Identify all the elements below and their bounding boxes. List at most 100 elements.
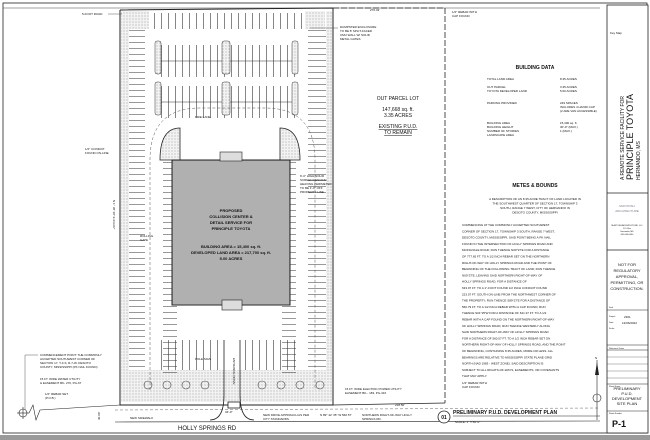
callout-new-sidewalk: NEW SIDEWALK (130, 416, 153, 420)
seal-label: Seal (609, 307, 614, 309)
disclaimer-3: APPROVAL, (616, 274, 638, 279)
revisions-label: Reference Dates (609, 347, 624, 350)
property-boundary (114, 7, 601, 411)
metes-bounds-intro: DESOTO COUNTY, MISSISSIPPI (512, 211, 557, 215)
metes-bounds-line: OF BEGINNING, CONTAINING 8.35 ACRES, MOR… (462, 349, 553, 353)
dim-left: N 1° 38' 30" E 633.07' (112, 200, 116, 230)
callout-fence-3: HEAVING PERIMETER (300, 182, 332, 186)
metes-bounds-line: HOLLY SPRINGS ROAD, FOR A DISTANCE OF (462, 280, 527, 284)
metes-bounds-line: N00°37'E, LEAVING SAID NORTHERN RIGHT-OF… (462, 273, 542, 277)
sheet-name-1: PRELIMINARY (613, 386, 640, 391)
callout-fence-2: SCREEN FENCING (300, 178, 328, 182)
firm-address-1: McINTOSH ARCHITECTURE, LLC (611, 224, 643, 227)
firm-address-3: Hernando, MS (621, 231, 635, 233)
parking-rows (129, 13, 326, 375)
callout-rebar-cap-1: 1/2" REBAR WITH (462, 381, 487, 385)
callout-commencement-2: ACCEPTED SOUTHWEST CORNER OF (40, 357, 95, 361)
callout-conduit-1: 1/2" CONDUIT (85, 147, 105, 151)
dim-bottom: 218.50' (395, 403, 405, 407)
building-data-value: 15,400 sq. ft. (560, 121, 578, 125)
callout-dumpster-4: METAL GATES (340, 37, 360, 41)
callout-fence-5: PROPERTY LINE (300, 190, 324, 194)
horizontal-scrollbar[interactable] (0, 435, 650, 440)
project-line-2: PRINCIPLE TOYOTA (625, 94, 635, 180)
plan-title-text: PRELIMINARY P.U.D. DEVELOPMENT PLAN (453, 410, 557, 416)
entrance-drive (209, 340, 255, 421)
metes-bounds-line: COMMENCING AT THE COMMONLY ACCEPTED SOUT… (462, 223, 550, 227)
callout-fence-1: 6'-0" HIGH SOLID (300, 174, 325, 178)
building-data-label: PARKING PROVIDED (487, 101, 518, 105)
project-line-1: A REMOTE SERVICE FACILITY FOR (620, 96, 626, 180)
metes-bounds-line: DESOTO COUNTY, MISSISSIPPI, SAID POINT B… (462, 236, 551, 240)
date-label: Date: (609, 321, 614, 324)
callout-dumpster-1: DUMPSTER ENCLOSURE (340, 25, 376, 29)
building-data-value: INCLUDES 4 HANDI CAP (560, 105, 595, 109)
firm-address-4: 601-000-0000 (621, 234, 634, 236)
key-map-label: Key Map (610, 31, 622, 35)
building-data-label: BUILDING HEIGHT (487, 125, 514, 129)
north-label: N (595, 356, 597, 360)
building-data-label: TOYOTA DEVELOPED LAND (487, 89, 528, 93)
callout-drive-approach-2: CITY STANDARDS (263, 417, 289, 421)
building-data-label: LANDSCAPE AREA (487, 133, 514, 137)
landscape-buffer (121, 11, 332, 402)
commencement-point-icon (17, 404, 121, 422)
callout-power-easement-2: EASEMENT BK-- 183, PG-316 (345, 391, 386, 395)
callout-water-easement-1: 15 FT. WIDE WATER UTILITY (40, 377, 80, 381)
building-label-4: PRINCIPLE TOYOTA (212, 226, 251, 231)
callout-fence-4: TO BE 1'-0" OFF (300, 186, 323, 190)
building-data-value: 8.35 ACRES (560, 77, 577, 81)
callout-pole-sign: POLE SIGN (195, 357, 211, 361)
metes-bounds-intro: SOUTH, RANGE 7 WEST, CITY OF HERNANDO IN (500, 206, 570, 210)
dim-drive-width: 34'-0" (225, 410, 233, 414)
dumpster-pad (221, 299, 243, 311)
plan-scale: SCALE: 1" = 50'-0" (455, 420, 480, 424)
building-entry (219, 151, 243, 162)
metes-bounds-line: OF HOLLY SPRINGS ROAD; RUN THENCE WESTER… (462, 324, 551, 328)
metes-bounds-line: FOUND IN THE INTERSECTION OF HOLLY SPRIN… (462, 242, 554, 246)
sheet-name-3: DEVELOPMENT (612, 396, 643, 401)
metes-bounds-line: THAT MAY APPLY. (462, 374, 487, 378)
dim-top: 276.43' (370, 8, 380, 12)
fire-lane-line (149, 107, 316, 390)
sheet-name-2: P.U.D. (621, 391, 632, 396)
disclaimer-1: NOT FOR (618, 262, 636, 267)
sheet-name-label: Sheet Name (609, 385, 621, 388)
north-arrow-icon: N (592, 356, 602, 420)
sheet-name-4: SITE PLAN (617, 401, 638, 406)
building-data-label: NUMBER OF STORIES (487, 129, 519, 133)
metes-bounds-line: SAID NORTHERN RIGHT-OF-WAY OF HOLLY SPRI… (462, 330, 549, 334)
metes-bounds-line: 560.79 FT. TO A 1/2 INCH REBAR WITH A CA… (462, 305, 546, 309)
metes-bounds-line: OF 777.65 FT. TO A 1/2 INCH REBAR SET ON… (462, 255, 549, 259)
landscape-islands (143, 127, 325, 390)
out-parcel-status-1: EXISTING P.U.D. (379, 124, 418, 130)
project-number-label: Project: (609, 315, 616, 318)
building-area: BUILDING AREA = 15,400 sq. ft. (201, 244, 261, 249)
callout-rebar-top-2: CAP FOUND (452, 14, 470, 18)
metes-bounds-line: REBAR WITH A CAP FOUND ON THE NORTHERN R… (462, 318, 554, 322)
metes-bounds-line: BEGINNING OF THE FOLLOWING TRACT OF LAND… (462, 267, 555, 271)
callout-rolling-gate-1: ROLLING (140, 234, 154, 238)
callout-bearing: N 89° 42' 35" W 560.57' (320, 413, 352, 417)
firm-name-1: McINTOSH (619, 204, 634, 208)
callout-rebar-top-1: 1/2" REBAR WITH (452, 10, 477, 14)
metes-bounds-line: 223.07 FT. SOUTH ON-LINE FROM THE NORTHW… (462, 292, 556, 296)
sheet-number: P-1 (612, 419, 626, 429)
callout-foot-road: 5-FOOT ROAD (82, 12, 103, 16)
callout-rebar-cap-2: CAP FOUND (462, 385, 480, 389)
callout-dumpster-2: TO BE 8' SPLIT-FACED (340, 29, 373, 33)
callout-rebar-set-2: (P.O.B.) (45, 396, 55, 400)
developed-area: DEVELOPED LAND AREA = 217,700 sq. ft. (191, 250, 271, 255)
disclaimer-4: PERMITTING, OR (611, 280, 644, 285)
road-edge (114, 420, 601, 423)
plan-number: 01 (441, 415, 447, 421)
date-value: 12/06/2022 (622, 321, 637, 325)
building-data-value: 30'-0" (MAX.) (560, 125, 578, 129)
scale-label: Scale: (609, 328, 615, 330)
proposed-building (171, 159, 291, 306)
callout-water-easement-2: & EASEMENT BK- 276, PG-67 (40, 381, 82, 385)
metes-bounds-line: NORTHERN RIGHT-OF-WAY OF HOLLY SPRINGS R… (462, 343, 566, 347)
callout-commencement-4: COUNTY, MISSISSIPPI (PK NAIL FOUND) (40, 365, 98, 369)
metes-bounds-line: SUBJECT TO ALL RIGHTS-OF-WAYS, EASEMENTS… (462, 368, 559, 372)
sheet-number-label: Sheet Number (609, 412, 622, 415)
